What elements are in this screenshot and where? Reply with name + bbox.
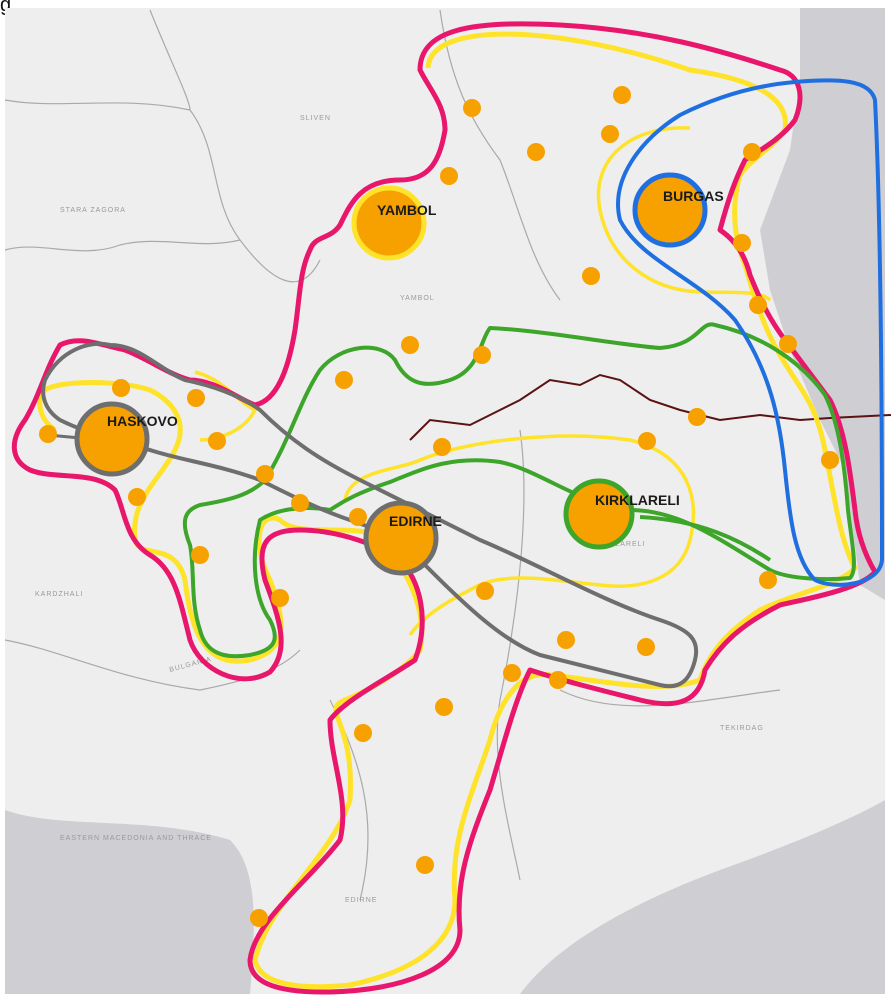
label-stara-zagora: STARA ZAGORA — [60, 207, 126, 214]
city-label-haskovo: HASKOVO — [107, 413, 178, 429]
yellow-burgas-zone — [596, 126, 772, 302]
blue-burgas-zone — [616, 78, 885, 587]
city-label-edirne: EDIRNE — [389, 513, 442, 529]
black-sea — [760, 8, 885, 600]
city-burgas[interactable]: BURGAS — [632, 172, 724, 248]
label-kirklareli-region: KIRKLARELI — [595, 541, 645, 548]
city-label-kirklareli: KIRKLARELI — [595, 492, 680, 508]
city-edirne[interactable]: EDIRNE — [363, 500, 442, 576]
aegean-sea — [5, 810, 254, 994]
label-tekirdag: TEKIRDAG — [720, 725, 764, 732]
label-yambol-region: YAMBOL — [400, 295, 435, 302]
city-label-yambol: YAMBOL — [377, 202, 437, 218]
city-haskovo[interactable]: HASKOVO — [74, 401, 178, 477]
gray-corridor-zone — [41, 341, 699, 689]
label-eastern-macedonia: EASTERN MACEDONIA AND THRACE — [60, 835, 212, 842]
label-kardzhali: KARDZHALI — [35, 591, 83, 598]
city-yambol[interactable]: YAMBOL — [351, 185, 437, 261]
town-nodes — [39, 86, 839, 927]
national-border — [409, 373, 891, 441]
city-label-burgas: BURGAS — [663, 188, 724, 204]
city-kirklareli[interactable]: KIRKLARELI — [563, 478, 680, 550]
yellow-outer-zone — [37, 31, 858, 990]
green-kirklareli-link — [639, 515, 772, 562]
label-edirne-region: EDIRNE — [345, 897, 377, 904]
marmara-sea — [520, 800, 885, 994]
label-sliven: SLIVEN — [300, 115, 331, 122]
